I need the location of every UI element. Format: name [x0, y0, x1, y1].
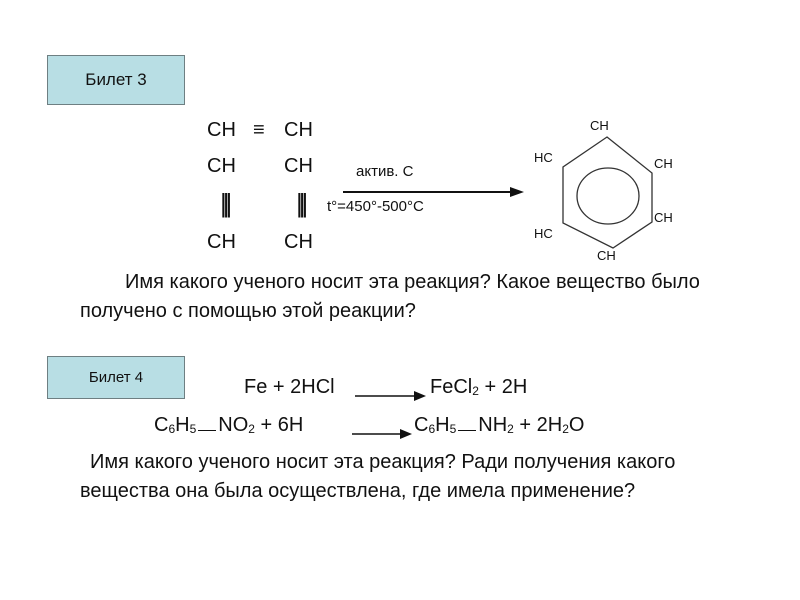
ticket-4-question: Имя какого ученого носит эта реакция? Ра… [80, 451, 676, 502]
triple-bond-symbol: ≡ [253, 119, 265, 141]
benzene-ch-upper-right: CH [654, 156, 673, 171]
benzene-hc-upper: HC [534, 150, 553, 165]
reactant-ch-3: CH [207, 155, 236, 177]
h: H [435, 414, 450, 436]
condition-catalyst: актив. С [356, 163, 414, 180]
benzene-hc-lower: HC [534, 226, 553, 241]
no: NO [218, 414, 249, 436]
ticket-3-label: Билет 3 [47, 55, 185, 105]
sub: 6 [168, 422, 176, 436]
equation-1-right: FeCl2 + 2H [430, 376, 527, 399]
equation-1-left: Fe + 2HCl [244, 376, 335, 398]
reactant-ch-5: CH [207, 231, 236, 253]
benzene-ring-icon [562, 136, 653, 249]
condition-temperature: t°=450°-500°C [327, 198, 424, 215]
sub: 2 [248, 422, 255, 436]
reactant-ch-6: CH [284, 231, 313, 253]
reactant-ch-2: CH [284, 119, 313, 141]
plus-2h: + 2H [513, 414, 563, 436]
eq1-arrow-icon [355, 391, 426, 401]
sub: 5 [189, 422, 197, 436]
benzene-ch-bottom: CH [597, 248, 616, 263]
sub: 6 [428, 422, 436, 436]
c: C [154, 414, 169, 436]
h: H [175, 414, 190, 436]
ticket-4-label: Билет 4 [47, 356, 185, 399]
plus-6h: + 6H [254, 414, 304, 436]
benzene-ch-top: CH [590, 118, 609, 133]
nh: NH [478, 414, 508, 436]
reactant-ch-4: CH [284, 155, 313, 177]
reactant-ch-1: CH [207, 119, 236, 141]
h-text: + 2H [478, 376, 528, 398]
ticket-3-question: Имя какого ученого носит эта реакция? Ка… [80, 271, 700, 322]
c: C [414, 414, 429, 436]
o: O [568, 414, 585, 436]
sub: 5 [449, 422, 457, 436]
equation-2-left: C6H5 NO2 + 6H [154, 414, 303, 437]
benzene-ch-lower-right: CH [654, 210, 673, 225]
sub: 2 [507, 422, 514, 436]
subscript: 2 [472, 384, 479, 398]
reaction-arrow-icon [343, 187, 524, 197]
fecl-text: FeCl [430, 376, 473, 398]
sub: 2 [562, 422, 569, 436]
eq2-arrow-icon [352, 429, 412, 439]
